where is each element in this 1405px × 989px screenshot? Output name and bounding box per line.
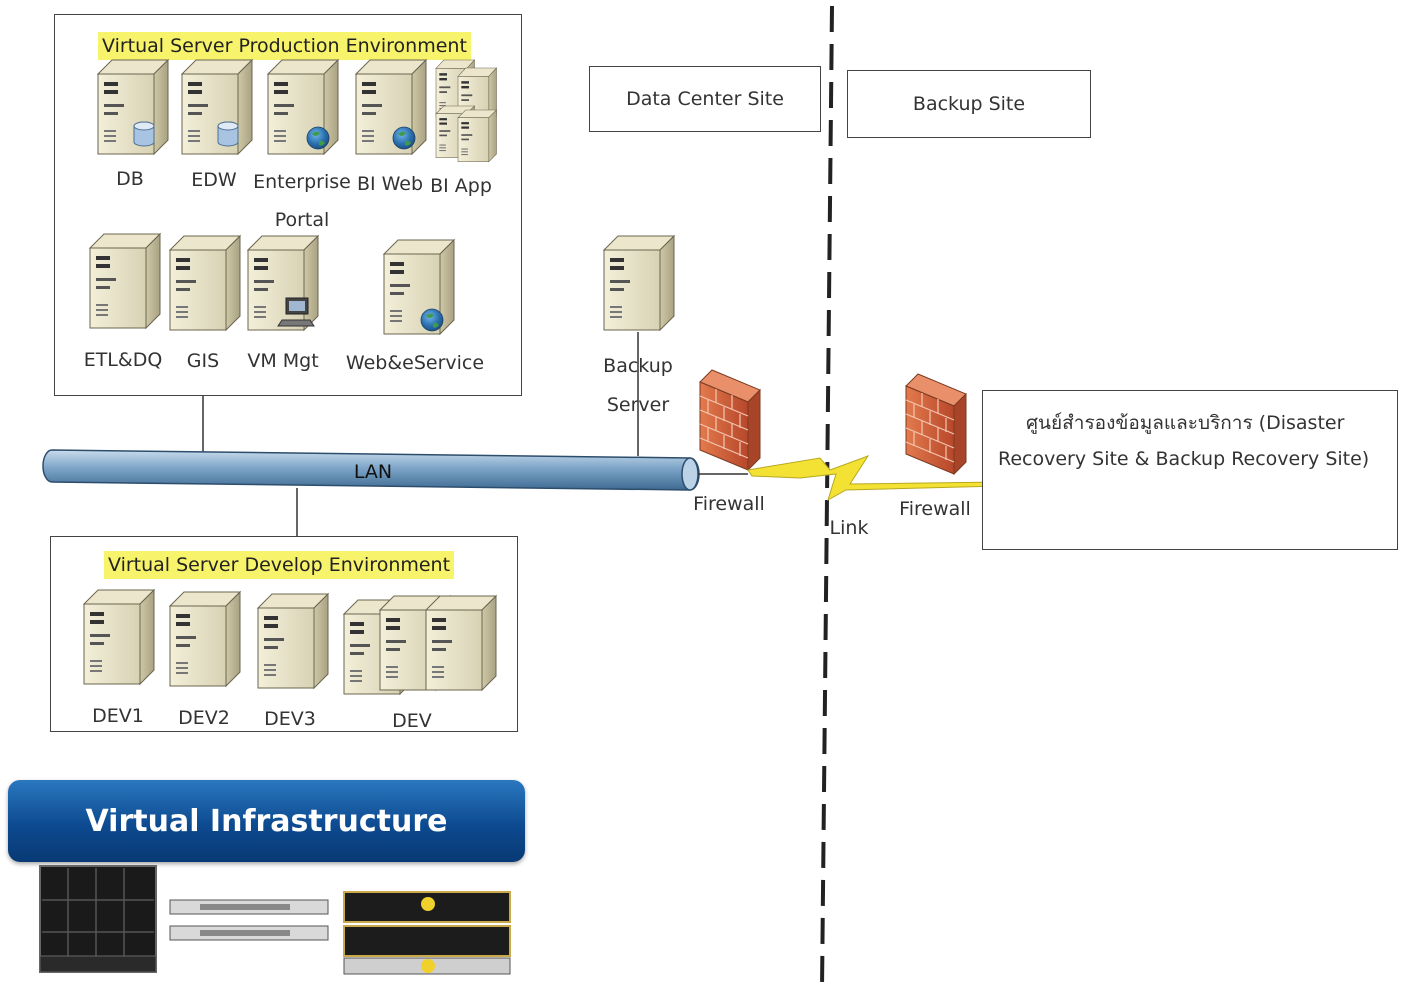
dr-site-line1: ศูนย์สำรองข้อมูลและบริการ (Disaster bbox=[1026, 412, 1345, 434]
backup-site-box: Backup Site bbox=[847, 70, 1091, 138]
firewall-right-label: Firewall bbox=[899, 498, 971, 520]
firewall-left-label: Firewall bbox=[693, 493, 765, 515]
server-label-dev2: DEV2 bbox=[178, 707, 230, 729]
hardware-icons bbox=[39, 865, 511, 975]
production-environment-title: Virtual Server Production Environment bbox=[98, 32, 471, 60]
backup-server-icon bbox=[603, 235, 675, 331]
server-label-web-eservice: Web&eService bbox=[345, 352, 485, 374]
server-label-vm-mgt: VM Mgt bbox=[247, 350, 319, 372]
link-label: Link bbox=[829, 517, 869, 539]
data-center-site-box: Data Center Site bbox=[589, 66, 821, 132]
backup-server-label-line2: Server bbox=[606, 394, 670, 416]
server-label-dev1: DEV1 bbox=[92, 705, 144, 727]
production-server-icons bbox=[89, 59, 497, 335]
develop-environment-title: Virtual Server Develop Environment bbox=[104, 551, 455, 579]
storage-array-icon bbox=[343, 891, 511, 975]
lan-label: LAN bbox=[353, 461, 393, 483]
server-label-enterprise: Enterprise bbox=[253, 171, 351, 193]
network-switch-icon bbox=[169, 899, 329, 941]
site-divider-line bbox=[820, 5, 834, 989]
server-label-bi-web: BI Web bbox=[356, 173, 424, 195]
server-label-portal: Portal bbox=[274, 209, 330, 231]
server-label-dev: DEV bbox=[392, 710, 432, 732]
dr-site-line2: Recovery Site & Backup Recovery Site) bbox=[998, 448, 1370, 470]
server-label-db: DB bbox=[116, 168, 144, 190]
server-label-etl-dq: ETL&DQ bbox=[83, 349, 163, 371]
virtual-infrastructure-banner: Virtual Infrastructure bbox=[8, 780, 525, 862]
server-label-bi-app: BI App bbox=[430, 175, 492, 197]
develop-environment-box bbox=[50, 536, 518, 732]
lan-pipe bbox=[42, 449, 700, 491]
firewall-left-icon bbox=[699, 369, 761, 471]
server-label-dev3: DEV3 bbox=[264, 708, 316, 730]
vm-mgt-server-icon bbox=[247, 235, 319, 331]
server-label-edw: EDW bbox=[191, 169, 237, 191]
blade-chassis-icon bbox=[39, 865, 157, 973]
server-label-gis: GIS bbox=[186, 350, 220, 372]
backup-server-label-line1: Backup bbox=[603, 355, 673, 377]
disaster-recovery-site-box bbox=[982, 390, 1398, 550]
firewall-right-icon bbox=[905, 373, 967, 475]
